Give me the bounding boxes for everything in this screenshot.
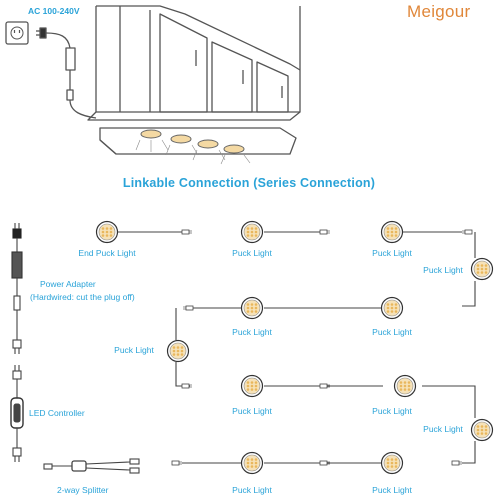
puck-light-icon (240, 374, 264, 398)
puck-light-label: Puck Light (232, 406, 272, 416)
puck-light-label: Puck Light (114, 345, 154, 355)
end-puck-light-label: End Puck Light (78, 248, 136, 258)
brand-logo: Meigour (407, 2, 471, 21)
puck-light-label: Puck Light (372, 406, 412, 416)
puck-light-icon (380, 451, 404, 475)
diagram-title: Linkable Connection (Series Connection) (122, 176, 376, 190)
puck-light-label: Puck Light (423, 265, 463, 275)
puck-light-icon (380, 220, 404, 244)
power-adapter-label: Power Adapter (40, 279, 96, 289)
led-controller-label: LED Controller (29, 408, 85, 418)
puck-light-icon (393, 374, 417, 398)
puck-light-icon (380, 296, 404, 320)
puck-light-label: Puck Light (372, 248, 412, 258)
under-cabinet-lights (135, 129, 251, 165)
puck-light-label: Puck Light (372, 485, 412, 495)
puck-light-icon (240, 220, 264, 244)
power-cable-assembly (10, 223, 140, 474)
puck-light-label: Puck Light (232, 485, 272, 495)
splitter-label: 2-way Splitter (57, 485, 109, 495)
puck-light-icon (240, 296, 264, 320)
power-adapter-note: (Hardwired: cut the plug off) (30, 292, 135, 302)
puck-light-label: Puck Light (372, 327, 412, 337)
voltage-label: AC 100-240V (28, 6, 80, 16)
puck-light-icon (240, 451, 264, 475)
puck-lights (95, 220, 494, 475)
puck-light-icon (166, 339, 190, 363)
puck-light-label: Puck Light (232, 327, 272, 337)
puck-light-icon (470, 418, 494, 442)
puck-light-icon (470, 257, 494, 281)
puck-light-label: Puck Light (232, 248, 272, 258)
end-puck-light-icon (95, 220, 119, 244)
puck-light-label: Puck Light (423, 424, 463, 434)
